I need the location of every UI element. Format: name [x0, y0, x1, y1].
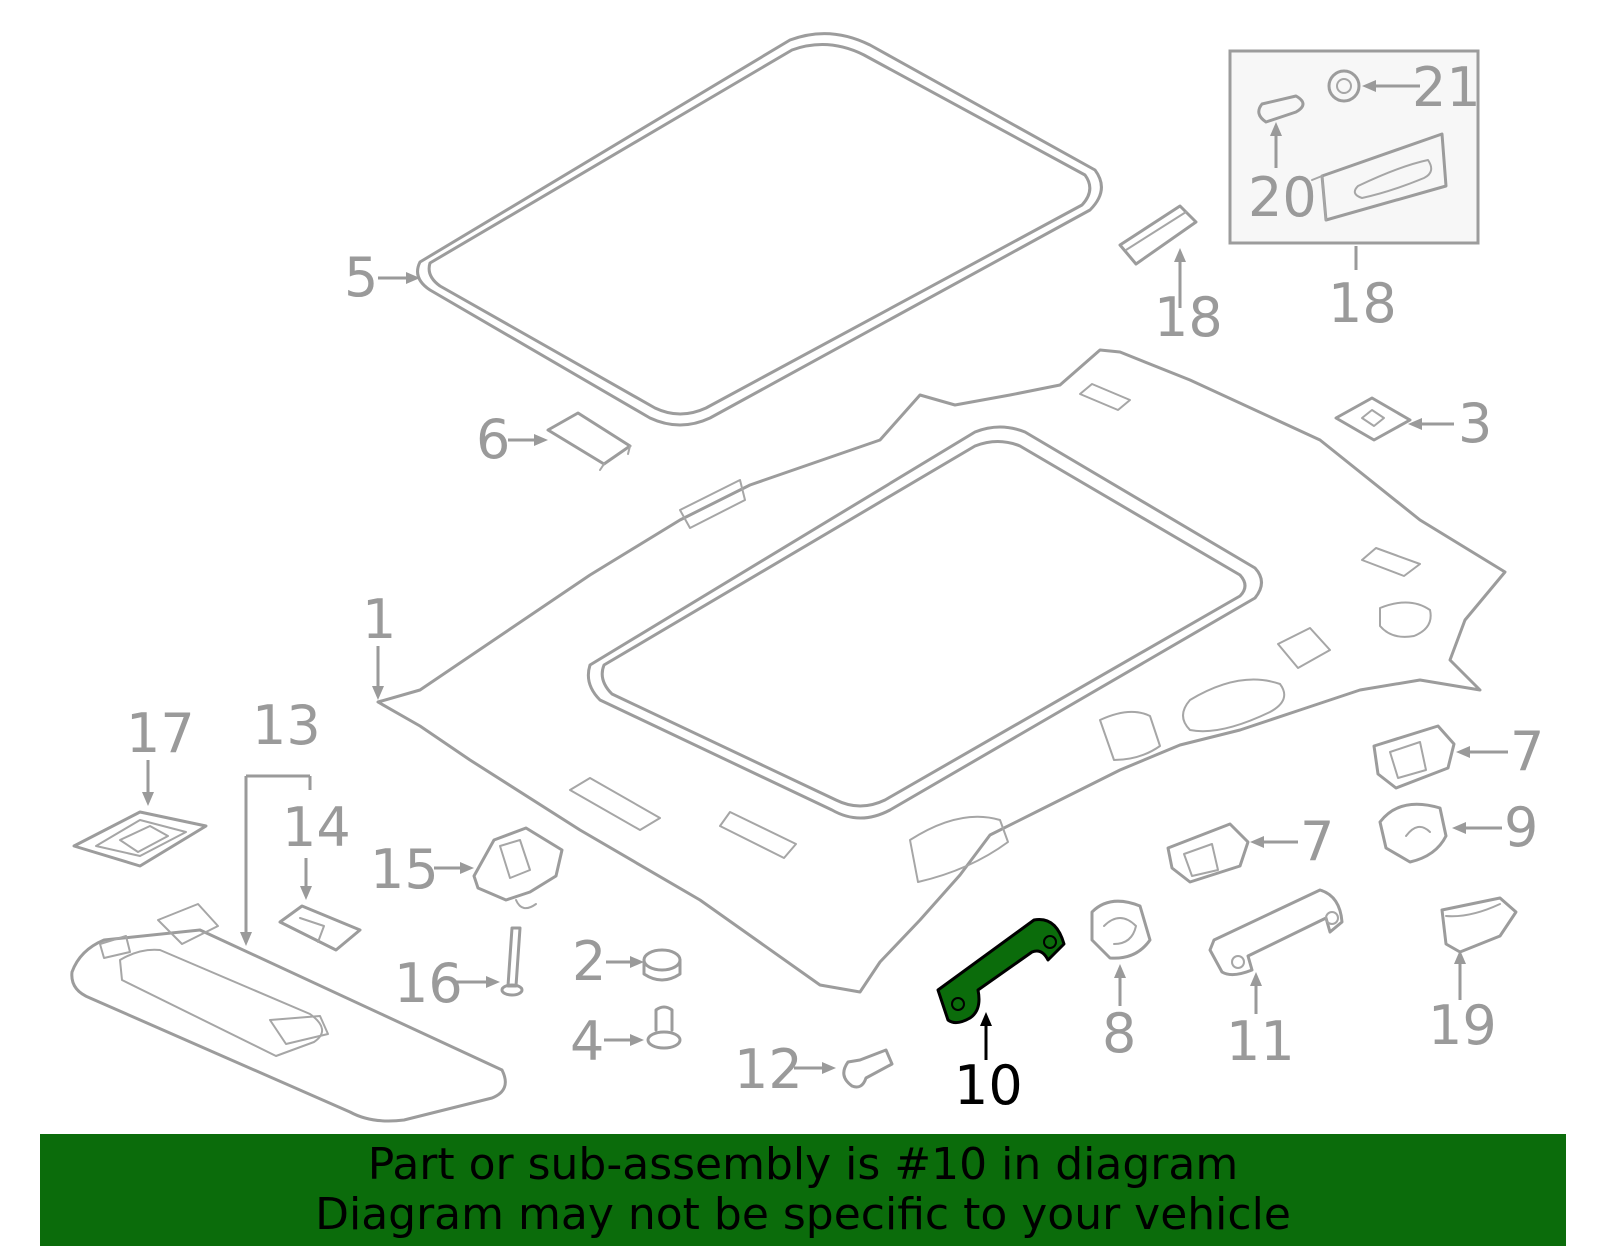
label-18: 18	[1154, 286, 1223, 349]
part-21-cap	[1257, 94, 1305, 124]
info-banner: Part or sub-assembly is #10 in diagram D…	[40, 1134, 1566, 1246]
part-2-grommet[interactable]	[642, 948, 682, 982]
part-6-bracket[interactable]	[546, 411, 632, 471]
label-3: 3	[1458, 392, 1492, 455]
label-20: 19	[1428, 994, 1497, 1057]
part-11-grab-handle[interactable]	[1208, 888, 1344, 977]
part-18-clip[interactable]	[1118, 204, 1198, 266]
label-9: 9	[1504, 796, 1538, 859]
part-3-clip[interactable]	[1334, 396, 1412, 442]
part-20-trim[interactable]	[1440, 896, 1518, 954]
label-12: 12	[734, 1038, 803, 1101]
label-5: 5	[344, 246, 378, 309]
label-4: 4	[570, 1010, 604, 1073]
part-12-pin[interactable]	[842, 1048, 894, 1089]
part-15-mount[interactable]	[472, 826, 564, 910]
label-19: 18	[1328, 272, 1397, 335]
part-7-bracket-lower[interactable]	[1166, 822, 1250, 884]
label-7-lower: 7	[1300, 810, 1334, 873]
part-17-base[interactable]	[72, 810, 208, 868]
part-4-pin[interactable]	[646, 1005, 682, 1050]
part-13-sun-visor[interactable]	[70, 903, 507, 1123]
part-19-box[interactable]	[1228, 49, 1480, 245]
label-14: 14	[282, 796, 351, 859]
label-17: 17	[126, 702, 195, 765]
label-1: 1	[362, 588, 396, 651]
part-10-grab-handle-highlighted[interactable]	[936, 918, 1066, 1025]
label-11: 11	[1226, 1010, 1295, 1073]
label-13: 13	[252, 694, 321, 757]
part-7-bracket-upper[interactable]	[1372, 724, 1456, 790]
banner-line-2: Diagram may not be specific to your vehi…	[315, 1189, 1291, 1240]
part-22-grommet	[1327, 69, 1361, 103]
part-9-clip[interactable]	[1378, 802, 1448, 864]
label-2: 2	[572, 930, 606, 993]
leader-lines	[142, 80, 1508, 1074]
label-8: 8	[1102, 1002, 1136, 1065]
part-8-cover[interactable]	[1090, 899, 1152, 960]
part-16-screw[interactable]	[500, 926, 524, 997]
label-10: 10	[954, 1054, 1023, 1117]
banner-line-1: Part or sub-assembly is #10 in diagram	[367, 1139, 1239, 1190]
part-1-headliner[interactable]	[376, 348, 1507, 994]
label-16: 16	[394, 952, 463, 1015]
label-21: 20	[1248, 166, 1317, 229]
part-14-clip[interactable]	[278, 904, 362, 952]
label-7-upper: 7	[1510, 720, 1544, 783]
part-5-sunroof-seal[interactable]	[416, 32, 1103, 427]
label-6: 6	[476, 408, 510, 471]
leader-arrowhead-10	[980, 1012, 992, 1026]
label-15: 15	[370, 838, 439, 901]
label-22: 21	[1412, 56, 1481, 119]
